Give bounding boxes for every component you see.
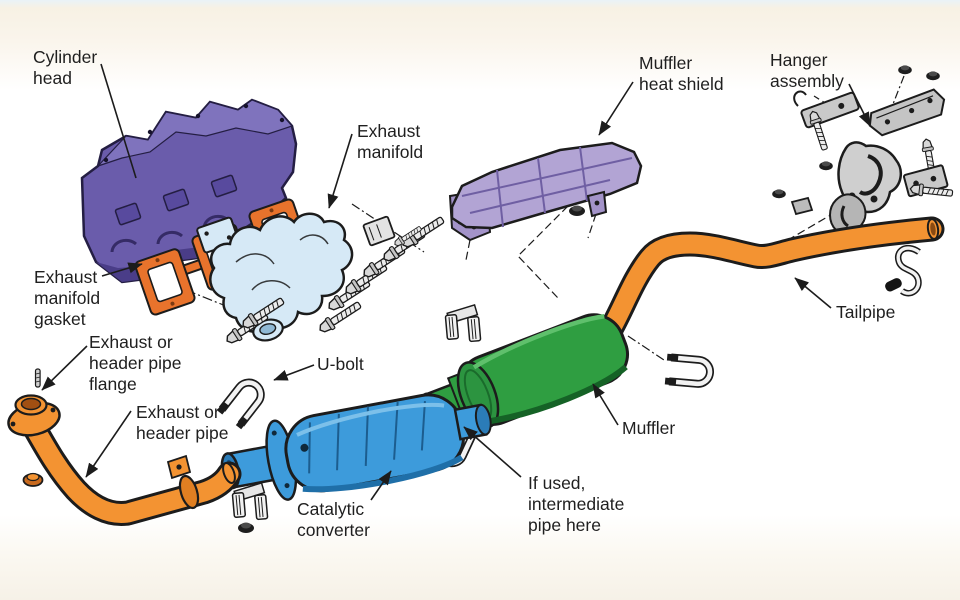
header-pipe-flange-illustration — [7, 368, 61, 487]
label-muffler-heat-shield: Muffler heat shield — [639, 53, 724, 94]
catalytic-converter-illustration — [220, 393, 492, 501]
label-line: header pipe — [136, 423, 228, 443]
exhaust-header-pipe-illustration — [21, 414, 242, 526]
label-line: Hanger — [770, 50, 828, 70]
label-line: pipe here — [528, 515, 601, 535]
exhaust-manifold-illustration — [196, 212, 354, 342]
label-cylinder-head: Cylinder head — [33, 47, 97, 88]
clamp-nut-left — [238, 522, 254, 533]
label-line: Exhaust — [357, 121, 420, 141]
label-line: converter — [297, 520, 370, 540]
label-line: Exhaust or — [89, 332, 173, 352]
label-line: head — [33, 68, 72, 88]
saddle-clamp-left — [230, 481, 269, 523]
label-line: Tailpipe — [836, 302, 895, 322]
label-line: U-bolt — [317, 354, 364, 374]
label-line: If used, — [528, 473, 585, 493]
tailpipe-illustration — [593, 216, 945, 351]
manifold-bracket — [362, 215, 424, 249]
label-line: Muffler — [622, 418, 675, 438]
u-bolt-right — [665, 354, 712, 389]
label-line: header pipe — [89, 353, 181, 373]
label-hanger-assembly: Hanger assembly — [770, 50, 844, 91]
label-exhaust-manifold-gasket: Exhaust manifold gasket — [34, 267, 100, 329]
label-line: Exhaust or — [136, 402, 220, 422]
label-line: intermediate — [528, 494, 624, 514]
label-exhaust-manifold: Exhaust manifold — [357, 121, 423, 162]
leader-lines — [41, 63, 871, 501]
label-line: heat shield — [639, 74, 724, 94]
saddle-clamp-right — [443, 303, 482, 345]
label-u-bolt: U-bolt — [317, 354, 364, 374]
label-line: Catalytic — [297, 499, 364, 519]
hanger-assembly-illustration — [772, 65, 954, 237]
u-bolt-left — [217, 376, 268, 430]
label-line: Muffler — [639, 53, 692, 73]
label-line: manifold — [34, 288, 100, 308]
label-line: flange — [89, 374, 137, 394]
label-line: gasket — [34, 309, 86, 329]
label-line: manifold — [357, 142, 423, 162]
label-exhaust-header-pipe-flange: Exhaust or header pipe flange — [89, 332, 181, 394]
label-exhaust-header-pipe: Exhaust or header pipe — [136, 402, 228, 443]
label-catalytic-converter: Catalytic converter — [297, 499, 370, 540]
label-muffler: Muffler — [622, 418, 675, 438]
label-intermediate-pipe: If used, intermediate pipe here — [528, 473, 624, 535]
flange-nut — [22, 472, 44, 487]
label-line: assembly — [770, 71, 844, 91]
muffler-heat-shield-illustration — [448, 141, 643, 242]
label-line: Cylinder — [33, 47, 97, 67]
label-line: Exhaust — [34, 267, 97, 287]
tailpipe-s-hook — [885, 244, 922, 297]
label-tailpipe: Tailpipe — [836, 302, 895, 322]
